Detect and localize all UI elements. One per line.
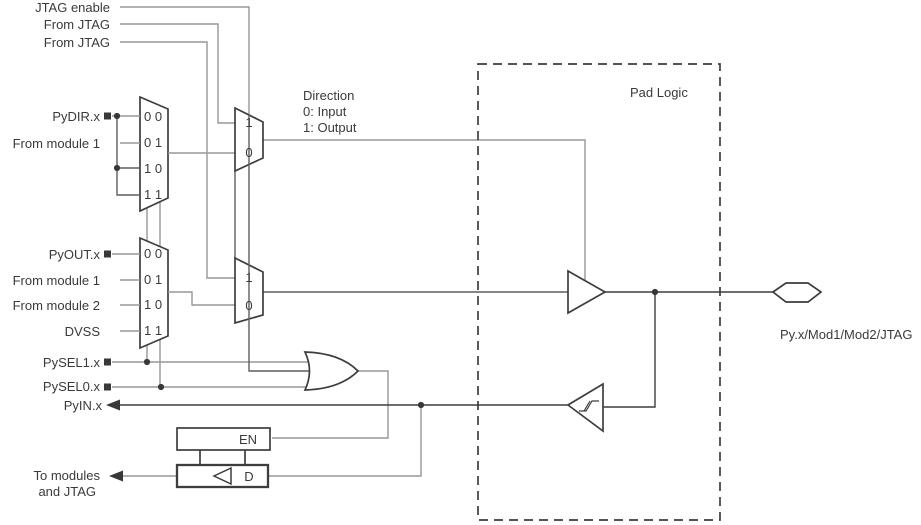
dir-mux4-input-10: 1 0 [144,161,162,176]
output-mux4 [139,236,169,350]
latch-legs [199,450,246,465]
out-mux4-out-wire [168,291,240,306]
signal-label-pyin: PyIN.x [64,398,103,413]
pad-icon [771,282,823,303]
latch-clock-icon [212,466,232,486]
dir-mux2-input-0: 0 [245,145,252,160]
signal-label-from-jtag-b: From JTAG [44,35,110,50]
output-buffer-icon [567,269,607,315]
hysteresis-icon [579,400,599,412]
mux4-shapes [139,95,169,350]
latch-d-label: D [244,469,253,484]
out-mux4-input-01: 0 1 [144,272,162,287]
direction-mux4 [139,95,169,213]
signal-label-jtag-enable: JTAG enable [35,0,110,15]
signal-label-from-module1-out: From module 1 [13,273,100,288]
pad-logic-title: Pad Logic [630,85,688,100]
latch-en-label: EN [239,432,257,447]
signal-label-from-module1-dir: From module 1 [13,136,100,151]
pysel1-terminal-icon [104,358,111,366]
from-jtag-a-wire [120,23,240,124]
signal-label-pyout: PyOUT.x [49,247,101,262]
pydir-jumper-wire [116,116,140,196]
pad-name-label: Py.x/Mod1/Mod2/JTAG [780,327,912,342]
dir-mux4-input-01: 0 1 [144,135,162,150]
out-mux4-input-11: 1 1 [144,323,162,338]
junction-dot [157,383,165,391]
junction-dot [143,358,151,366]
signal-label-from-module2-out: From module 2 [13,298,100,313]
signal-label-pysel0: PySEL0.x [43,379,101,394]
out-mux4-input-00: 0 0 [144,246,162,261]
junction-dot [651,288,659,296]
dir-mux4-input-11: 1 1 [144,187,162,202]
jtag-enable-select-wire [248,115,310,372]
latch-en-box [176,427,271,451]
out-mux4-input-10: 1 0 [144,297,162,312]
to-modules-arrow-icon [109,470,123,482]
pysel0-terminal-icon [104,383,111,391]
diagram-text: JTAG enable From JTAG From JTAG PyDIR.x … [13,0,913,499]
signal-label-to-modules-1: To modules [34,468,101,483]
signal-label-pydir: PyDIR.x [52,109,100,124]
pyin-arrow-icon [106,399,120,411]
dir-mux2-input-1: 1 [245,115,252,130]
jtag-enable-wire [120,6,250,115]
logic-shapes [175,63,823,521]
signal-label-pysel1: PySEL1.x [43,355,101,370]
direction-note-output: 1: Output [303,120,357,135]
out-mux2-input-0: 0 [245,298,252,313]
direction-note-title: Direction [303,88,354,103]
markers [104,112,659,482]
direction-wire [263,139,586,283]
pad-logic-box [477,63,721,521]
or-gate [303,351,360,391]
junction-dot [417,401,425,409]
direction-note-input: 0: Input [303,104,347,119]
dir-mux4-input-00: 0 0 [144,109,162,124]
schmitt-input-wire [603,292,656,408]
from-jtag-b-wire [120,41,240,279]
signal-label-dvss: DVSS [65,324,101,339]
signal-label-from-jtag-a: From JTAG [44,17,110,32]
pyout-terminal-icon [104,250,111,258]
signal-label-to-modules-2: and JTAG [38,484,96,499]
junction-dot [113,112,121,120]
pydir-terminal-icon [104,112,111,120]
latch-d-input-wire [268,405,422,477]
wires-medium [116,116,568,293]
junction-dot [113,164,121,172]
out-mux2-input-1: 1 [245,270,252,285]
wires-dark [118,291,780,408]
